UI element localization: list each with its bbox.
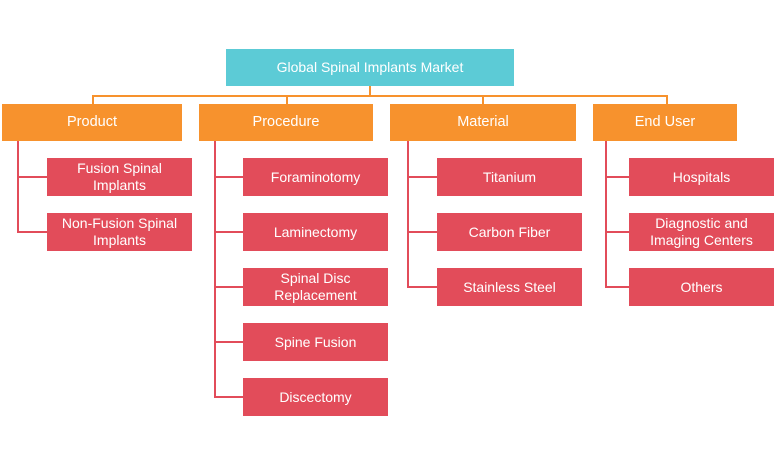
enduser-drop-connector (666, 95, 668, 104)
leaf-label: Hospitals (672, 168, 731, 185)
branch-connector (605, 286, 629, 288)
branch-connector (214, 231, 243, 233)
material-spine-connector (407, 141, 409, 288)
branch-connector (605, 231, 629, 233)
leaf-fusion-spinal-implants: Fusion Spinal Implants (47, 158, 192, 196)
enduser-spine-connector (605, 141, 607, 288)
leaf-diagnostic-imaging-centers: Diagnostic and Imaging Centers (629, 213, 774, 251)
category-end-user: End User (593, 104, 737, 141)
procedure-spine-connector (214, 141, 216, 398)
branch-connector (214, 341, 243, 343)
category-procedure: Procedure (199, 104, 373, 141)
category-product: Product (2, 104, 182, 141)
leaf-label: Diagnostic and Imaging Centers (650, 215, 753, 248)
leaf-others: Others (629, 268, 774, 306)
leaf-non-fusion-spinal-implants: Non-Fusion Spinal Implants (47, 213, 192, 251)
leaf-spinal-disc-replacement: Spinal Disc Replacement (243, 268, 388, 306)
material-drop-connector (482, 95, 484, 104)
leaf-hospitals: Hospitals (629, 158, 774, 196)
branch-connector (407, 231, 437, 233)
product-spine-connector (17, 141, 19, 233)
category-bus-connector (92, 95, 668, 97)
branch-connector (214, 396, 243, 398)
leaf-carbon-fiber: Carbon Fiber (437, 213, 582, 251)
procedure-drop-connector (286, 95, 288, 104)
leaf-label: Laminectomy (273, 223, 358, 240)
leaf-foraminotomy: Foraminotomy (243, 158, 388, 196)
product-drop-connector (92, 95, 94, 104)
leaf-label: Fusion Spinal Implants (77, 160, 162, 193)
leaf-label: Spine Fusion (274, 333, 357, 350)
root-stem-connector (369, 86, 371, 96)
category-label: End User (634, 114, 696, 130)
root-title: Global Spinal Implants Market (276, 59, 464, 75)
leaf-label: Non-Fusion Spinal Implants (61, 215, 178, 248)
branch-connector (214, 286, 243, 288)
leaf-label: Titanium (482, 168, 537, 185)
branch-connector (605, 176, 629, 178)
leaf-titanium: Titanium (437, 158, 582, 196)
leaf-stainless-steel: Stainless Steel (437, 268, 582, 306)
leaf-laminectomy: Laminectomy (243, 213, 388, 251)
leaf-label: Foraminotomy (270, 168, 361, 185)
branch-connector (407, 176, 437, 178)
leaf-label: Stainless Steel (463, 278, 556, 295)
leaf-discectomy: Discectomy (243, 378, 388, 416)
category-label: Product (67, 114, 117, 130)
branch-connector (17, 176, 47, 178)
leaf-spine-fusion: Spine Fusion (243, 323, 388, 361)
branch-connector (407, 286, 437, 288)
leaf-label: Spinal Disc Replacement (274, 270, 357, 303)
category-material: Material (390, 104, 576, 141)
root-node: Global Spinal Implants Market (226, 49, 514, 86)
category-label: Material (457, 114, 509, 130)
category-label: Procedure (252, 114, 320, 130)
branch-connector (214, 176, 243, 178)
branch-connector (17, 231, 47, 233)
leaf-label: Carbon Fiber (468, 223, 551, 240)
leaf-label: Others (680, 278, 723, 295)
leaf-label: Discectomy (279, 388, 352, 405)
